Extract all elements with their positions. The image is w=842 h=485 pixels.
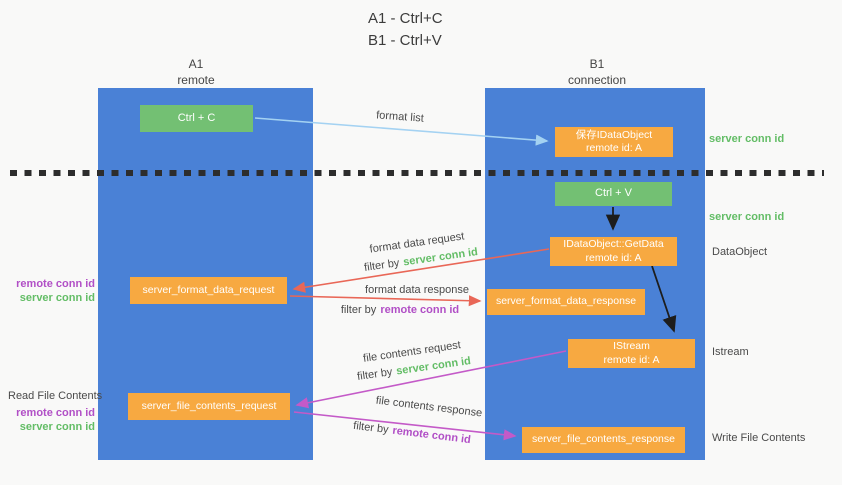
node-istream[interactable]: IStream remote id: A: [568, 339, 695, 368]
node-getdata-line1: IDataObject::GetData: [563, 238, 664, 251]
node-save-idataobject-line2: remote id: A: [585, 142, 643, 154]
side-label-read-file-contents: Read File Contents: [8, 390, 103, 402]
title-line-2: B1 - Ctrl+V: [368, 31, 442, 49]
side-label-dataobject: DataObject: [712, 246, 768, 258]
node-getdata-line2: remote id: A: [585, 251, 642, 264]
format-data-request-arrow: [292, 248, 550, 293]
lane-b-header: B1 connection: [537, 57, 657, 88]
node-ctrl-c-label: Ctrl + C: [177, 111, 216, 124]
filter-by-text: filter by: [340, 304, 377, 316]
diagram-title: A1 - Ctrl+C B1 - Ctrl+V: [368, 8, 443, 52]
file-contents-response-arrow: [293, 411, 517, 441]
node-format-request-label: server_format_data_request: [142, 283, 275, 296]
node-istream-line2: remote id: A: [603, 353, 660, 366]
side-label-write-file-contents: Write File Contents: [712, 432, 806, 444]
lane-a-role: remote: [177, 72, 215, 87]
node-server-format-data-request[interactable]: server_format_data_request: [130, 277, 287, 304]
server-conn-id-label: server conn id: [19, 291, 95, 304]
format-data-response-arrow: [289, 295, 482, 307]
dotted-separator: [10, 170, 824, 176]
title-line-1: A1 - Ctrl+C: [368, 10, 443, 27]
side-label-istream: Istream: [712, 346, 749, 358]
node-server-format-data-response[interactable]: server_format_data_response: [487, 289, 645, 315]
remote-conn-id-label: remote conn id: [16, 407, 95, 419]
node-idataobject-getdata[interactable]: IDataObject::GetData remote id: A: [550, 237, 677, 266]
side-label-conn-ids-file: remote conn id server conn id: [7, 407, 95, 435]
lane-b-role: connection: [567, 72, 627, 87]
node-server-file-contents-response[interactable]: server_file_contents_response: [522, 427, 685, 453]
node-file-response-label: server_file_contents_response: [531, 433, 675, 446]
node-server-file-contents-request[interactable]: server_file_contents_request: [128, 393, 290, 420]
lane-a-header: A1 remote: [136, 57, 256, 88]
format-list-arrow: [254, 117, 549, 146]
remote-conn-id-label: remote conn id: [16, 278, 95, 290]
remote-conn-id-text: remote conn id: [380, 304, 460, 316]
node-ctrl-v[interactable]: Ctrl + V: [555, 182, 672, 206]
side-label-server-conn-id-1: server conn id: [709, 133, 785, 145]
node-istream-line1: IStream: [613, 340, 650, 353]
node-ctrl-c[interactable]: Ctrl + C: [140, 105, 253, 132]
side-label-conn-ids-format: remote conn id server conn id: [7, 278, 95, 306]
side-label-server-conn-id-2: server conn id: [709, 211, 785, 223]
file-contents-request-arrow: [295, 350, 567, 409]
server-conn-id-label: server conn id: [19, 420, 95, 433]
node-format-response-label: server_format_data_response: [495, 295, 637, 308]
node-file-request-label: server_file_contents_request: [141, 399, 277, 412]
lane-b-name: B1: [589, 57, 605, 71]
lane-a-name: A1: [188, 57, 204, 71]
node-save-idataobject-line1: 保存IDataObject: [575, 128, 653, 141]
node-ctrl-v-label: Ctrl + V: [595, 187, 632, 200]
node-save-idataobject[interactable]: 保存IDataObject remote id: A: [555, 127, 673, 157]
getdata-to-istream-arrow: [651, 265, 677, 333]
edge-label-format-data-response: format data response: [365, 284, 469, 296]
